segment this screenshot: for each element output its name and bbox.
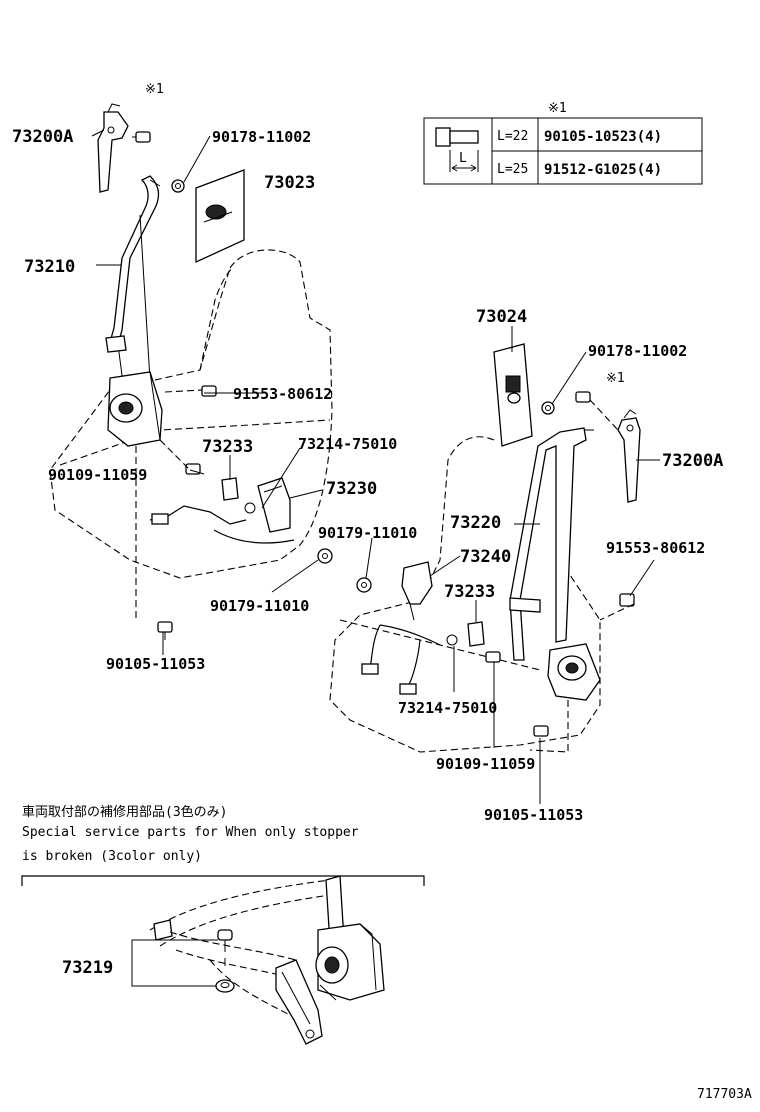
right-anchor-bolt xyxy=(575,391,591,403)
label-73023: 73023 xyxy=(264,173,315,193)
figure-code: 717703A xyxy=(697,1087,752,1102)
right-retractor-body xyxy=(547,643,601,701)
left-nut-90179 xyxy=(317,548,333,564)
right-nut-90179 xyxy=(356,577,372,593)
left-bolt-reference-mark: ※1 xyxy=(145,82,164,97)
detail-anchor-plate xyxy=(275,959,323,1045)
label-73219: 73219 xyxy=(62,958,113,978)
right-dash-guides xyxy=(499,399,635,753)
left-shoulder-adjuster-73023 xyxy=(195,169,245,264)
note-english-line1: Special service parts for When only stop… xyxy=(22,825,359,840)
detail-bracket xyxy=(21,875,425,886)
label-90109-11059-right: 90109-11059 xyxy=(436,755,535,773)
label-73233-left: 73233 xyxy=(202,437,253,457)
detail-stopper-button-73219 xyxy=(215,929,235,993)
bolt-dimension-sketch xyxy=(435,127,479,172)
left-buckle-73230 xyxy=(244,477,291,533)
left-bolt-90105 xyxy=(157,621,173,640)
right-bolt-90105 xyxy=(533,725,549,737)
right-buckle-wire xyxy=(361,624,458,695)
right-buckle-73240 xyxy=(401,561,433,621)
label-90179-11010-right: 90179-11010 xyxy=(318,524,417,542)
left-bolt-91553 xyxy=(201,385,217,397)
right-belt-guide xyxy=(509,597,541,613)
detail-stopper-clip xyxy=(153,919,301,1021)
label-91553-80612-left: 91553-80612 xyxy=(233,385,332,403)
right-bolt-91553 xyxy=(619,593,635,607)
label-73230: 73230 xyxy=(326,479,377,499)
label-73214-75010-right: 73214-75010 xyxy=(398,699,497,717)
label-73214-75010-left: 73214-75010 xyxy=(298,435,397,453)
left-anchor-bolt xyxy=(132,131,151,143)
table-row1-part: 90105-10523(4) xyxy=(544,129,662,145)
label-90179-11010-left: 90179-11010 xyxy=(210,597,309,615)
label-73233-right: 73233 xyxy=(444,582,495,602)
right-belt-webbing xyxy=(509,427,594,661)
right-bolt-reference-mark: ※1 xyxy=(606,371,625,386)
left-buckle-wire xyxy=(149,505,295,544)
right-bolt-90109 xyxy=(485,651,501,663)
label-73210: 73210 xyxy=(24,257,75,277)
label-90105-11053-left: 90105-11053 xyxy=(106,655,205,673)
detail-retractor xyxy=(315,923,385,1001)
detail-leader-73219 xyxy=(131,939,218,987)
left-retractor-anchor xyxy=(97,103,129,193)
detail-belt-webbing xyxy=(149,875,345,947)
left-cover-73233 xyxy=(221,477,239,501)
left-nut-90178 xyxy=(171,179,185,193)
label-73240: 73240 xyxy=(460,547,511,567)
left-dash-guides xyxy=(135,389,203,620)
label-73024: 73024 xyxy=(476,307,527,327)
right-retractor-anchor xyxy=(617,409,641,503)
leader-lines xyxy=(91,129,660,804)
dimension-label-L: L xyxy=(459,151,467,166)
note-japanese: 車両取付部の補修用部品(3色のみ) xyxy=(22,804,227,820)
left-belt-webbing xyxy=(109,175,161,391)
label-90178-11002-left: 90178-11002 xyxy=(212,128,311,146)
bolt-length-table: L L=22 90105-10523(4) L=25 91512-G1025(4… xyxy=(423,117,703,185)
label-73200A-left: 73200A xyxy=(12,127,73,147)
label-90178-11002-right: 90178-11002 xyxy=(588,342,687,360)
table-row2-length: L=25 xyxy=(497,162,528,177)
table-row1-length: L=22 xyxy=(497,129,528,144)
left-belt-guide xyxy=(105,335,127,353)
label-90105-11053-right: 90105-11053 xyxy=(484,806,583,824)
left-retractor-body xyxy=(107,371,163,447)
right-cover-73233 xyxy=(467,621,485,647)
left-seat-outline xyxy=(49,249,333,579)
label-90109-11059-left: 90109-11059 xyxy=(48,466,147,484)
right-shoulder-adjuster-73024 xyxy=(493,343,533,447)
label-91553-80612-right: 91553-80612 xyxy=(606,539,705,557)
right-nut-90178 xyxy=(541,401,555,415)
table-reference-mark: ※1 xyxy=(548,101,567,116)
label-73200A-right: 73200A xyxy=(662,451,723,471)
table-row2-part: 91512-G1025(4) xyxy=(544,162,662,178)
note-english-line2: is broken (3color only) xyxy=(22,849,202,864)
label-73220: 73220 xyxy=(450,513,501,533)
